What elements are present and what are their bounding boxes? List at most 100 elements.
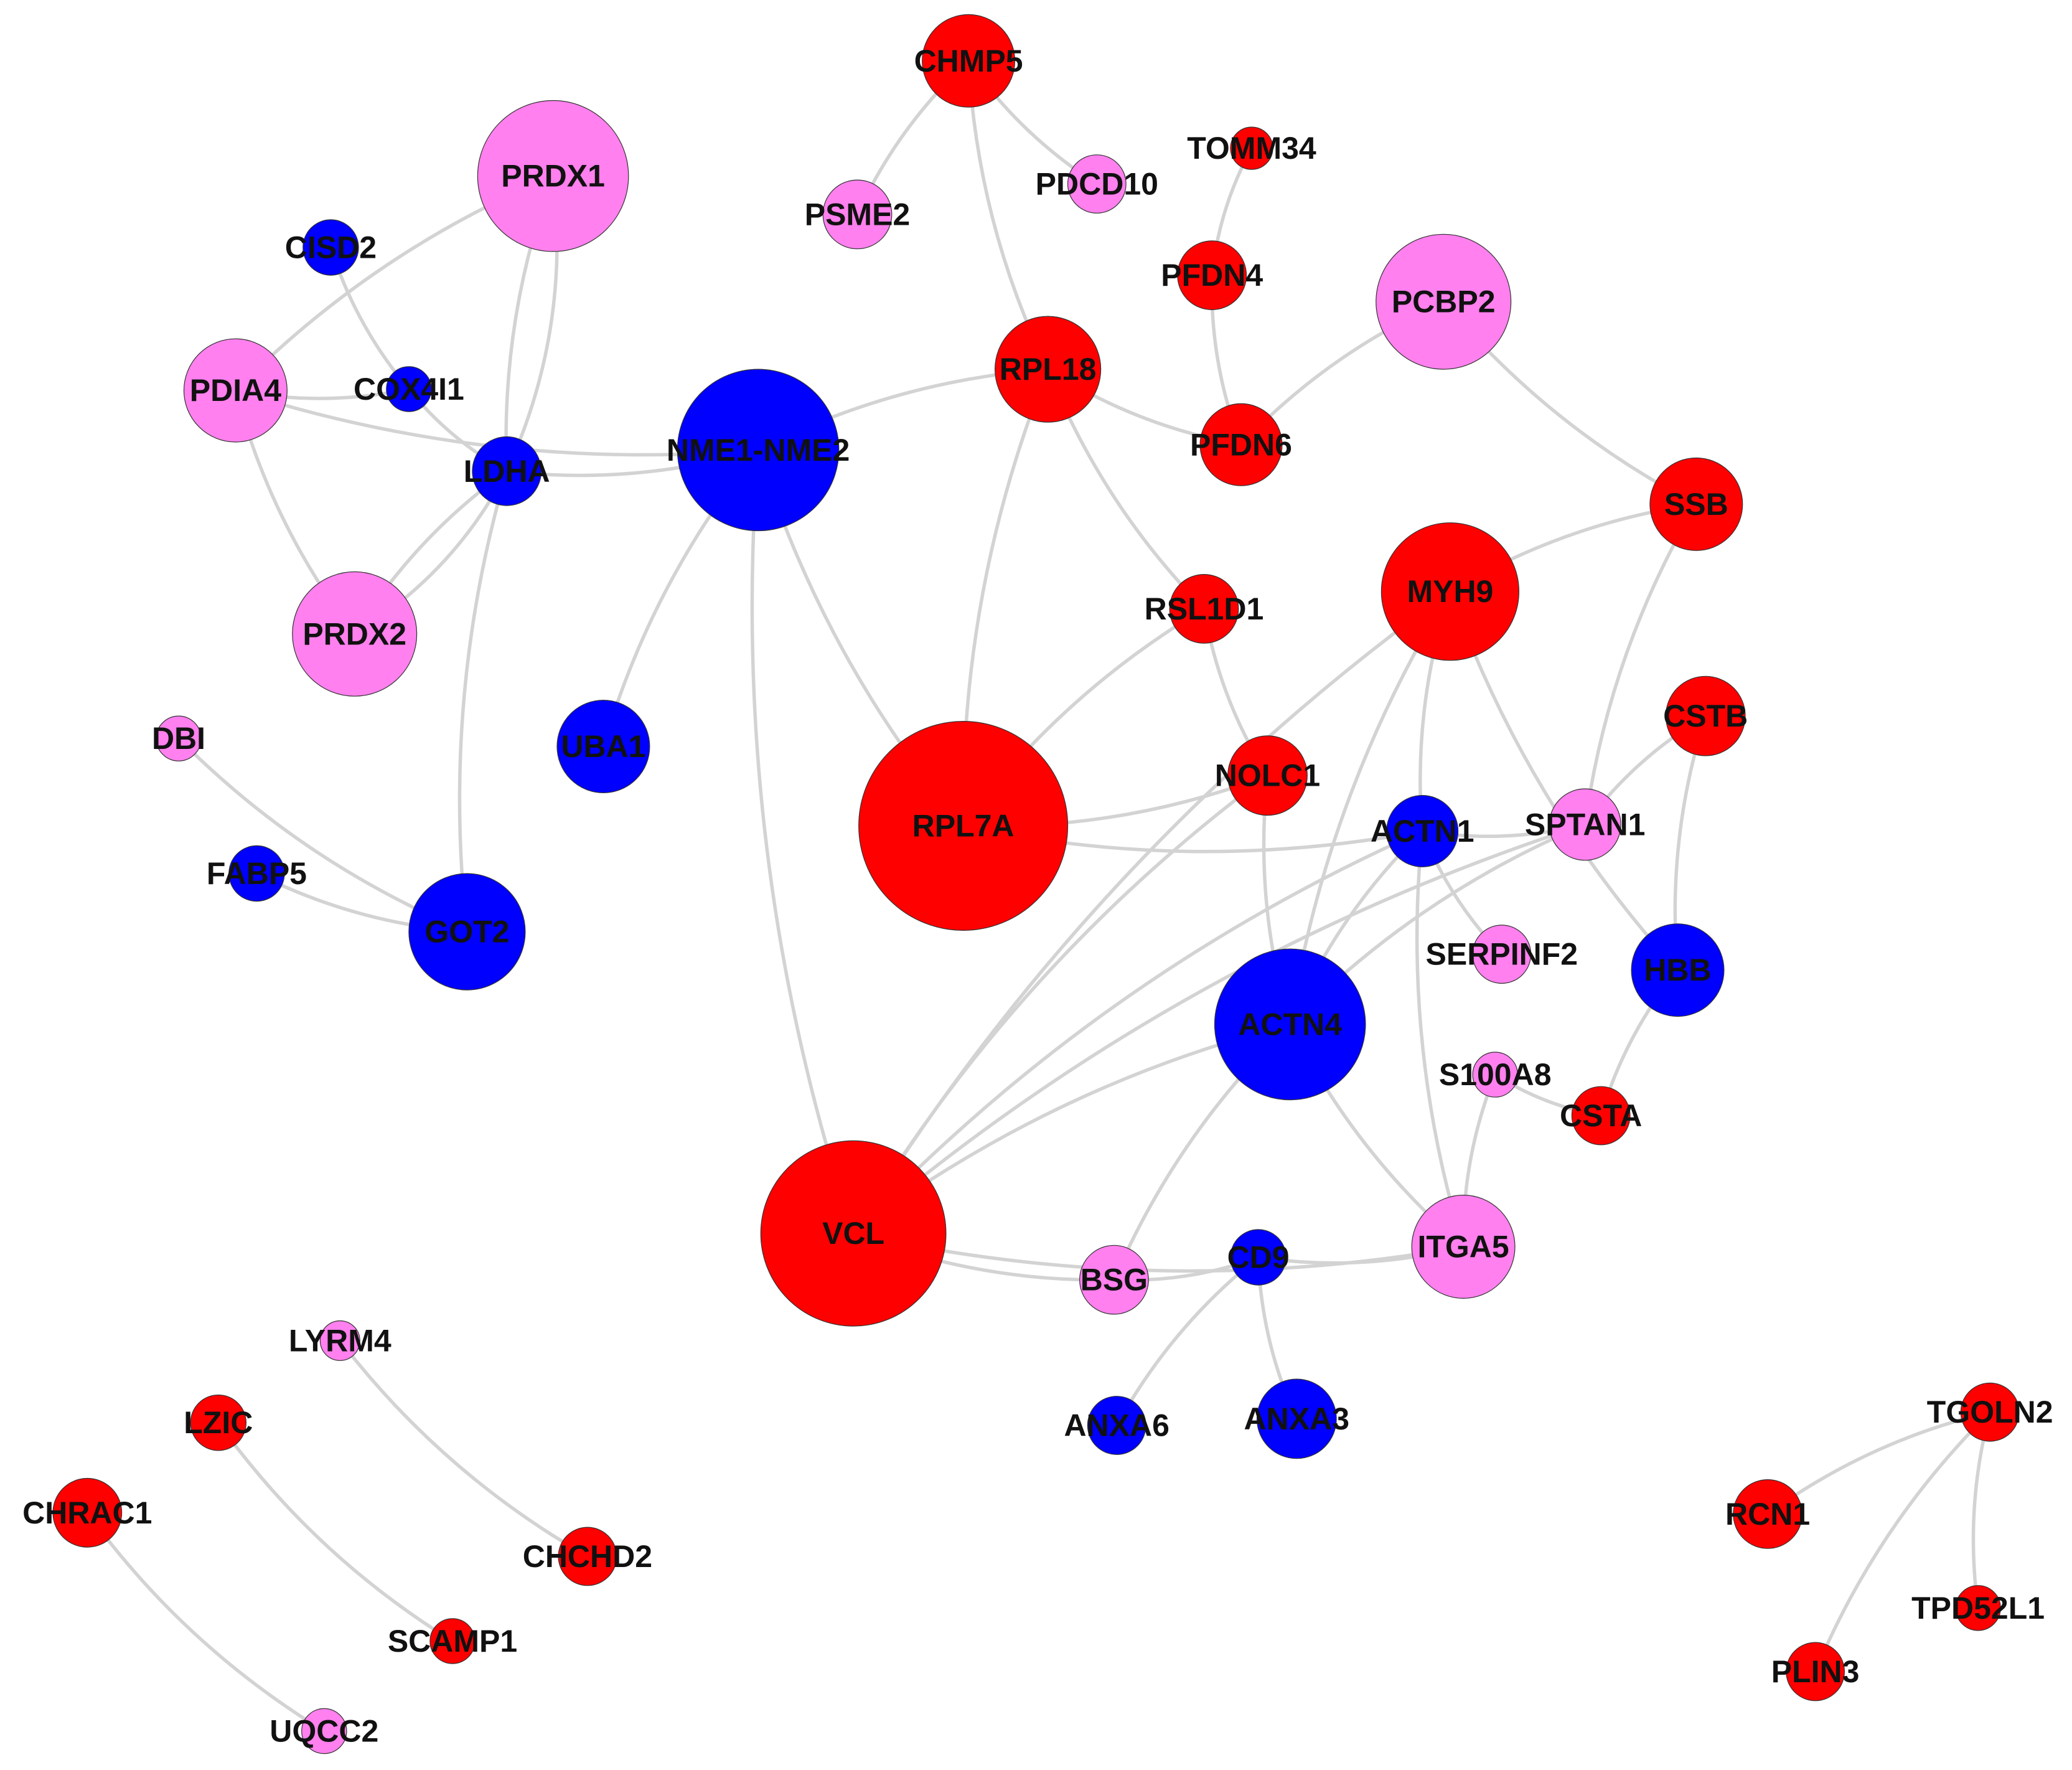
node-label-tpd52l1: TPD52L1 — [1911, 1591, 2045, 1626]
node-label-chmp5: CHMP5 — [914, 44, 1023, 78]
node-label-cox4i1: COX4I1 — [354, 372, 464, 407]
edge-lyrm4-chchd2 — [339, 1339, 589, 1558]
edge-ldha-got2 — [457, 471, 509, 932]
node-prdx1 — [477, 100, 629, 252]
node-label-actn1: ACTN1 — [1371, 814, 1474, 849]
node-pdcd10 — [1067, 154, 1127, 214]
node-s100a8 — [1472, 1052, 1518, 1098]
node-chrac1 — [52, 1477, 123, 1548]
node-label-uba1: UBA1 — [561, 729, 645, 764]
node-uba1 — [556, 699, 650, 793]
node-label-uqcc2: UQCC2 — [270, 1714, 378, 1749]
edge-actn1-vcl — [852, 829, 1423, 1235]
node-label-ssb: SSB — [1664, 487, 1728, 522]
node-scamp1 — [429, 1618, 476, 1664]
edge-actn1-itga5 — [1415, 831, 1465, 1248]
node-label-pfdn4: PFDN4 — [1161, 258, 1263, 293]
node-label-chrac1: CHRAC1 — [22, 1495, 152, 1530]
node-plin3 — [1786, 1642, 1845, 1702]
node-label-cstb: CSTB — [1663, 699, 1748, 733]
node-label-chchd2: CHCHD2 — [523, 1539, 652, 1574]
node-label-rsl1d1: RSL1D1 — [1145, 591, 1264, 626]
node-label-prdx1: PRDX1 — [501, 159, 605, 194]
node-label-tomm34: TOMM34 — [1187, 131, 1316, 166]
node-label-lyrm4: LYRM4 — [289, 1323, 391, 1358]
node-label-tgoln2: TGOLN2 — [1927, 1395, 2053, 1429]
node-pfdn6 — [1199, 403, 1283, 486]
node-ssb — [1649, 457, 1743, 551]
node-label-myh9: MYH9 — [1407, 574, 1493, 609]
node-cstb — [1665, 676, 1746, 756]
node-label-rpl7a: RPL7A — [912, 809, 1015, 844]
node-anxa6 — [1087, 1396, 1146, 1455]
node-fabp5 — [228, 845, 285, 902]
node-label-lzic: LZIC — [184, 1405, 253, 1440]
node-label-fabp5: FABP5 — [207, 856, 307, 891]
node-cd9 — [1230, 1229, 1287, 1286]
node-got2 — [408, 873, 526, 991]
node-chmp5 — [922, 14, 1016, 108]
node-rsl1d1 — [1169, 574, 1239, 644]
node-nolc1 — [1227, 735, 1308, 816]
node-myh9 — [1381, 522, 1519, 661]
node-cisd2 — [302, 219, 359, 276]
node-lzic — [190, 1394, 246, 1451]
node-label-ldha: LDHA — [464, 454, 550, 489]
node-label-cd9: CD9 — [1227, 1240, 1290, 1275]
node-pcbp2 — [1376, 233, 1512, 370]
node-cox4i1 — [386, 366, 432, 412]
node-label-s100a8: S100A8 — [1439, 1057, 1552, 1092]
node-label-serpinf2: SERPINF2 — [1426, 937, 1578, 972]
node-rpl18 — [994, 316, 1102, 423]
node-label-scamp1: SCAMP1 — [388, 1624, 517, 1659]
node-dbi — [156, 715, 202, 761]
node-hbb — [1631, 923, 1725, 1017]
node-label-rpl18: RPL18 — [1000, 352, 1097, 387]
edge-nme1-nme2-vcl — [750, 450, 855, 1235]
node-label-pdcd10: PDCD10 — [1036, 167, 1158, 202]
node-ldha — [472, 436, 542, 506]
node-label-nolc1: NOLC1 — [1215, 758, 1320, 793]
node-label-pfdn6: PFDN6 — [1190, 427, 1292, 462]
node-sptan1 — [1549, 788, 1621, 861]
node-label-rcn1: RCN1 — [1725, 1497, 1810, 1532]
edge-tgoln2-plin3 — [1814, 1411, 1992, 1672]
node-layer — [52, 14, 2020, 1754]
node-rpl7a — [858, 720, 1069, 931]
node-tgoln2 — [1960, 1382, 2020, 1442]
node-actn1 — [1386, 794, 1459, 867]
node-anxa3 — [1256, 1378, 1337, 1459]
node-actn4 — [1214, 948, 1366, 1101]
node-label-itga5: ITGA5 — [1417, 1230, 1509, 1264]
node-pfdn4 — [1177, 240, 1247, 311]
node-csta — [1571, 1086, 1631, 1146]
node-pdia4 — [183, 338, 288, 443]
node-label-csta: CSTA — [1560, 1098, 1642, 1133]
node-label-vcl: VCL — [822, 1216, 884, 1251]
node-label-nme1-nme2: NME1-NME2 — [667, 433, 850, 468]
node-label-hbb: HBB — [1644, 953, 1711, 987]
node-nme1-nme2 — [677, 369, 840, 532]
node-rcn1 — [1733, 1479, 1803, 1549]
edge-chrac1-uqcc2 — [86, 1512, 326, 1733]
node-itga5 — [1411, 1194, 1516, 1299]
node-label-anxa6: ANXA6 — [1064, 1408, 1169, 1443]
node-label-anxa3: ANXA3 — [1244, 1401, 1349, 1436]
node-label-sptan1: SPTAN1 — [1525, 807, 1646, 842]
node-label-dbi: DBI — [152, 721, 205, 756]
node-psme2 — [822, 179, 893, 250]
node-label-psme2: PSME2 — [805, 197, 911, 232]
node-serpinf2 — [1472, 925, 1532, 984]
node-label-cisd2: CISD2 — [285, 230, 377, 265]
node-vcl — [760, 1140, 947, 1327]
node-uqcc2 — [301, 1708, 347, 1754]
node-prdx2 — [292, 571, 418, 697]
node-label-pcbp2: PCBP2 — [1392, 285, 1496, 319]
node-tomm34 — [1230, 126, 1273, 170]
node-tpd52l1 — [1955, 1585, 2001, 1631]
node-label-pdia4: PDIA4 — [190, 373, 281, 408]
node-label-plin3: PLIN3 — [1771, 1654, 1860, 1689]
edge-ssb-sptan1 — [1583, 503, 1698, 825]
